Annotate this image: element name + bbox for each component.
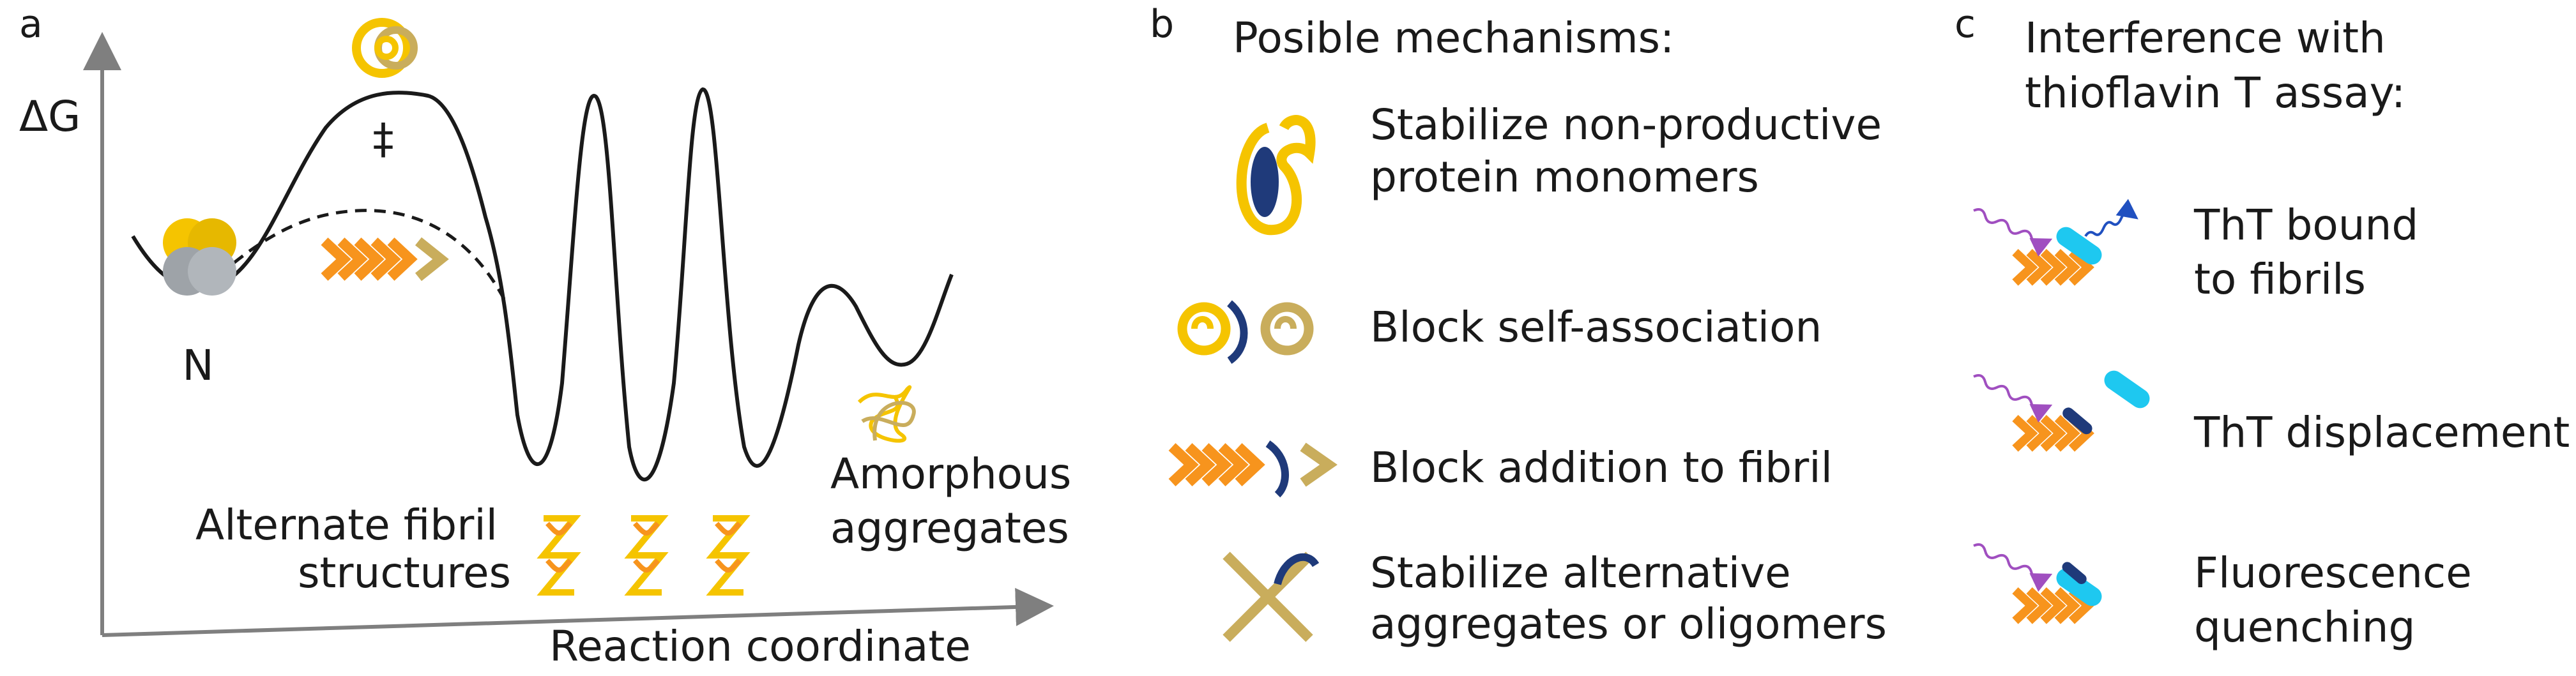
panel-b-title: Posible mechanisms: [1233,13,1674,63]
twisted-fibril-2-icon [631,518,662,592]
fibril-addition-block-icon [1172,447,1258,483]
amorphous-aggregate-icon [857,385,916,443]
tan-monomer-chevron [415,237,449,282]
non-productive-monomer-icon [1236,115,1316,236]
panel-c-title: Interference with thioflavin T assay: [2025,13,2405,117]
panel-a: a ΔG ‡ N Alt [19,2,1085,671]
panel-c: c Interference with thioflavin T assay: … [1955,2,2570,652]
oligomer-stabilization-icon [1223,552,1320,642]
assay-item-1-text: ThT bound to fibrils [2193,200,2432,304]
panel-a-letter: a [19,2,43,47]
tht-bound-icon [1973,199,2138,283]
x-axis-label: Reaction coordinate [549,622,971,671]
fluorescence-quenching-icon [1973,543,2102,621]
assay-item-3-text: Fluorescence quenching [2194,548,2485,652]
panel-b: b Posible mechanisms: Stabilize non-prod… [1150,2,1895,649]
amorphous-label: Amorphous aggregates [830,449,1085,553]
mechanism-item-1-text: Stabilize non-productive protein monomer… [1370,100,1895,202]
panel-c-letter: c [1955,2,1976,47]
twisted-fibril-1-icon [544,518,574,592]
fibril-end-inhibitor [1265,440,1289,498]
catalyzed-pathway-dashed [203,209,507,301]
fibril-seed-icon [324,241,410,277]
self-association-block-icon [1177,300,1314,364]
assay-item-2-text: ThT displacement [2193,408,2570,457]
native-state-icon [163,218,236,296]
transition-monomer-icon [352,18,418,78]
panel-b-letter: b [1150,2,1174,47]
y-axis-label: ΔG [19,92,80,141]
energy-landscape-curve [131,87,954,482]
tan-monomer-chevron-b [1300,442,1338,487]
transition-label: ‡ [373,114,394,163]
mechanism-item-2-text: Block self-association [1370,303,1822,352]
native-label: N [182,341,213,390]
x-axis-line [102,587,1054,637]
mechanism-item-3-text: Block addition to fibril [1370,443,1833,492]
alternate-fibril-label: Alternate fibril structures [195,500,511,597]
twisted-fibril-3-icon [713,518,743,592]
mechanism-item-4-text: Stabilize alternative aggregates or olig… [1370,548,1887,649]
tht-displacement-icon [1973,370,2150,449]
